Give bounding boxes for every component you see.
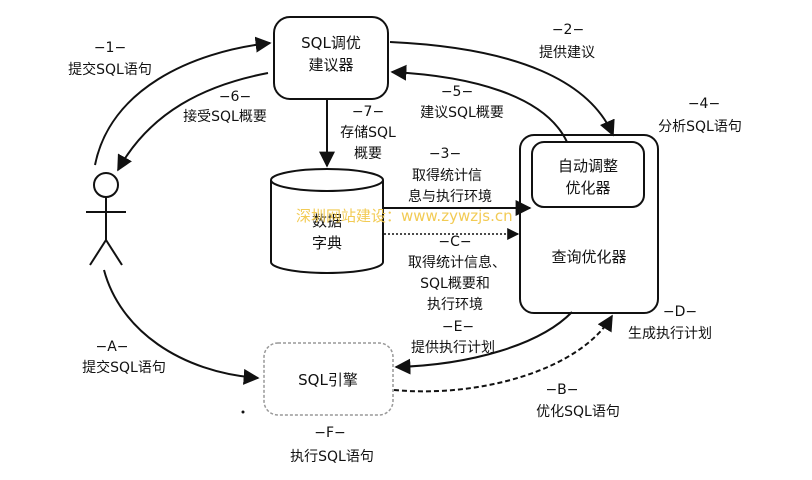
auto-tuning-label-line1: 自动调整 [558,157,618,175]
step-5-label: −5− 建议SQL概要 [420,84,504,121]
step-5-number: −5− [441,84,473,100]
step-C-text-line3: 执行环境 [427,297,483,313]
step-7-text-line2: 概要 [354,146,382,162]
step-4-label: −4− 分析SQL语句 [658,96,742,135]
data-dictionary-label-line1: 数据 [312,212,342,230]
arrow-E-plan [394,311,573,375]
step-E-number: −E− [442,319,474,335]
advisor-label-line1: SQL调优 [301,34,361,52]
step-D-number: −D− [663,304,697,320]
step-7-number: −7− [352,104,384,120]
step-4-number: −4− [688,96,720,112]
arrow-B-optimize [393,314,613,393]
step-6-number: −6− [219,89,251,105]
step-6-text: 接受SQL概要 [183,108,267,125]
stray-dot [241,410,245,414]
step-2-label: −2− 提供建议 [539,22,595,61]
data-dictionary-cylinder: 数据 字典 [270,168,384,274]
step-1-number: −1− [94,40,126,56]
step-C-number: −C− [438,234,471,250]
step-3-label: −3− 取得统计信 息与执行环境 [408,146,492,205]
arrow-1-submit [94,36,272,166]
step-A-text: 提交SQL语句 [82,359,166,376]
step-A-number: −A− [95,339,128,355]
sql-engine-label: SQL引擎 [298,371,358,389]
sql-engine-box: SQL引擎 [263,342,394,416]
step-1-text: 提交SQL语句 [68,61,152,78]
watermark-text: 深圳网站建设：www.zywzjs.cn [296,207,513,225]
step-C-text-line2: SQL概要和 [420,276,490,292]
step-5-text: 建议SQL概要 [420,105,504,121]
step-B-text: 优化SQL语句 [536,404,620,420]
auto-tuning-optimizer-box: 自动调整 优化器 [531,141,645,208]
user-stick-figure [86,172,126,266]
sql-tuning-advisor-box: SQL调优 建议器 [273,16,389,100]
step-D-text: 生成执行计划 [628,326,712,342]
data-dictionary-label-line2: 字典 [312,234,342,252]
arrow-A-submit [103,269,260,385]
step-3-text-line2: 息与执行环境 [408,188,492,205]
step-4-text: 分析SQL语句 [658,119,742,135]
arrow-6-accept [117,72,269,172]
query-optimizer-label: 查询优化器 [551,248,626,266]
step-7-label: −7− 存储SQL 概要 [340,104,396,162]
arrow-5-recommend [390,64,568,143]
step-3-text-line1: 取得统计信 [412,167,482,184]
step-3-number: −3− [429,146,461,162]
step-2-number: −2− [552,22,584,38]
step-1-label: −1− 提交SQL语句 [68,40,152,78]
step-A-label: −A− 提交SQL语句 [82,339,166,376]
step-6-label: −6− 接受SQL概要 [183,89,267,125]
step-7-text-line1: 存储SQL [340,125,396,141]
advisor-label-line2: 建议器 [308,56,353,74]
step-F-text: 执行SQL语句 [290,449,374,465]
step-E-text: 提供执行计划 [411,340,495,356]
step-C-label: −C− 取得统计信息、 SQL概要和 执行环境 [408,234,506,313]
arrow-2-advice [389,41,615,137]
step-B-number: −B− [545,382,578,398]
step-E-label: −E− 提供执行计划 [411,319,495,356]
step-C-text-line1: 取得统计信息、 [408,254,506,271]
step-B-label: −B− 优化SQL语句 [536,382,620,420]
step-F-number: −F− [314,425,346,441]
step-D-label: −D− 生成执行计划 [628,304,712,342]
step-2-text: 提供建议 [539,45,595,61]
step-F-label: −F− 执行SQL语句 [290,425,374,465]
auto-tuning-label-line2: 优化器 [565,179,610,197]
